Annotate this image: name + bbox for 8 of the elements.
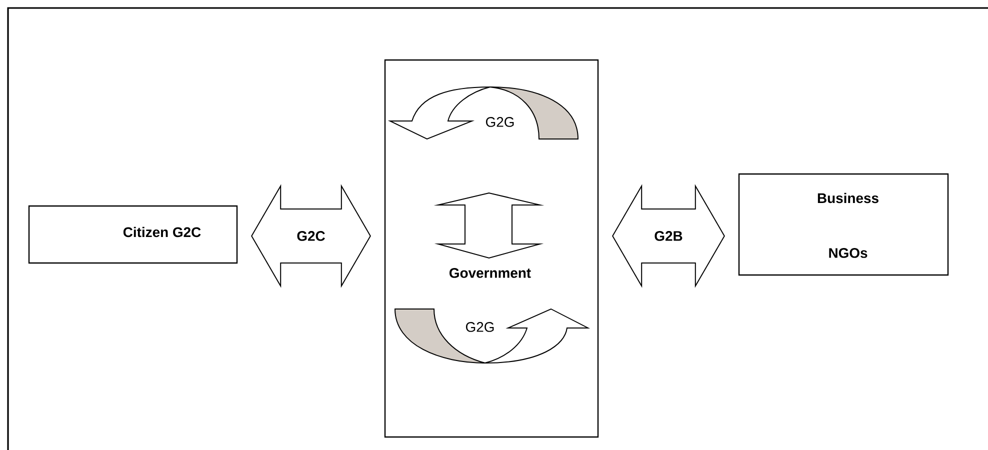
text-box: Business NGOs bbox=[738, 173, 949, 276]
block-arrow bbox=[251, 184, 371, 288]
block-arrow bbox=[612, 184, 725, 288]
edge-label: G2B bbox=[654, 231, 682, 241]
arrow-label: G2G bbox=[486, 117, 514, 127]
edge-label: G2C bbox=[297, 231, 325, 241]
text-box: Citizen G2C bbox=[28, 205, 238, 264]
arrow-label: G2G bbox=[466, 322, 494, 332]
